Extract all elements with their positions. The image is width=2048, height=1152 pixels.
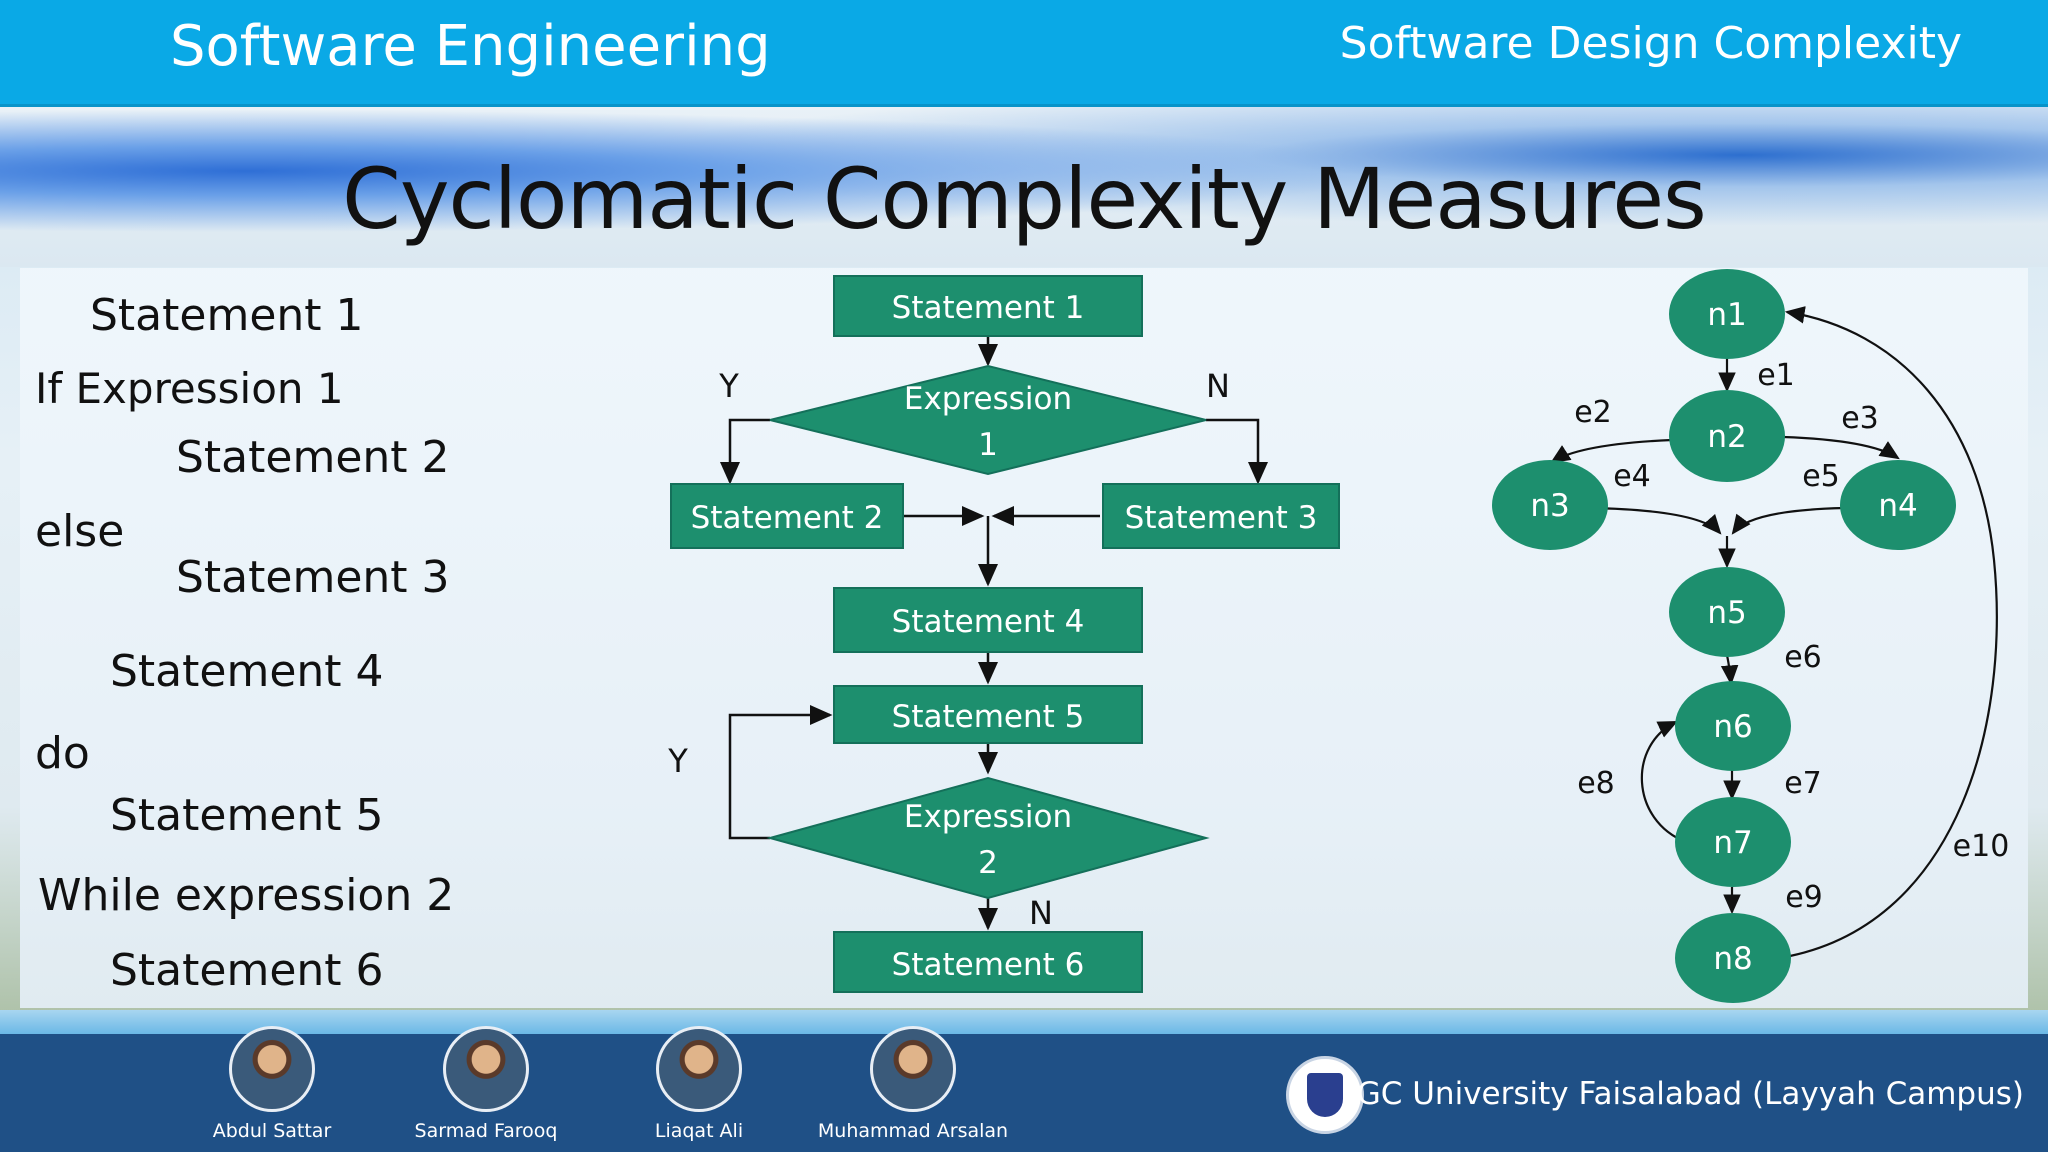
flow-expression-2-diamond: [766, 776, 1210, 900]
course-title: Software Engineering: [170, 14, 771, 79]
university-name: GC University Faisalabad (Layyah Campus): [1356, 1076, 2024, 1112]
flow-statement-4-label: Statement 4: [892, 604, 1085, 640]
flow-loop-yes-label: Y: [667, 742, 688, 780]
banner-background: [0, 107, 2048, 267]
flow-expression-2-label-line1: Expression: [904, 799, 1072, 835]
flow-statement-2-label: Statement 2: [691, 500, 884, 536]
graph-node-n8-label: n8: [1713, 941, 1752, 977]
graph-node-n1-label: n1: [1707, 297, 1746, 333]
graph-edge-e8-label: e8: [1577, 766, 1615, 801]
graph-edge-e6-label: e6: [1784, 640, 1822, 675]
presenter-name: Muhammad Arsalan: [817, 1120, 1009, 1142]
graph-node-n6-label: n6: [1713, 709, 1752, 745]
flow-expression-2-label-line2: 2: [978, 845, 998, 881]
flow-statement-6-box: [833, 931, 1143, 993]
avatar: [870, 1026, 956, 1112]
presenter-liaqat-ali: Liaqat Ali: [599, 1026, 799, 1142]
graph-node-n4-label: n4: [1878, 488, 1917, 524]
code-line-4: else: [35, 506, 125, 557]
presenter-name: Liaqat Ali: [654, 1120, 744, 1142]
presenter-name: Abdul Sattar: [212, 1120, 332, 1142]
code-line-7: do: [35, 728, 90, 779]
flow-expression-1-diamond: [769, 364, 1207, 476]
slide-title: Cyclomatic Complexity Measures: [342, 150, 1707, 248]
graph-node-n1: [1669, 269, 1785, 359]
graph-node-n5-label: n5: [1707, 595, 1746, 631]
graph-node-n3-label: n3: [1530, 488, 1569, 524]
flow-statement-4-box: [833, 587, 1143, 653]
graph-edge-e4-label: e4: [1613, 459, 1651, 494]
flow-statement-3-box: [1102, 483, 1340, 549]
code-line-1: Statement 1: [90, 290, 364, 341]
graph-edge-e5-label: e5: [1802, 459, 1840, 494]
code-line-3: Statement 2: [176, 432, 450, 483]
code-line-6: Statement 4: [110, 646, 384, 697]
graph-edge-e9-label: e9: [1785, 880, 1823, 915]
graph-edge-e1-label: e1: [1757, 358, 1795, 393]
flow-branch-yes-label: Y: [718, 367, 739, 405]
flow-expression-1-label-line2: 1: [978, 427, 998, 463]
code-line-8: Statement 5: [110, 790, 384, 841]
graph-edge-e7-label: e7: [1784, 766, 1822, 801]
graph-node-n7-label: n7: [1713, 825, 1752, 861]
graph-edge-e2-label: e2: [1574, 395, 1612, 430]
graph-node-n2-label: n2: [1707, 419, 1746, 455]
flow-statement-6-label: Statement 6: [892, 947, 1085, 983]
graph-node-n7: [1675, 797, 1791, 887]
graph-edge-e3-label: e3: [1841, 401, 1879, 436]
footer-bar: [0, 1034, 2048, 1152]
flow-statement-1-label: Statement 1: [892, 290, 1085, 326]
flow-branch-no-label: N: [1206, 367, 1230, 405]
avatar: [443, 1026, 529, 1112]
graph-node-n2: [1669, 390, 1785, 482]
flow-statement-5-box: [833, 685, 1143, 744]
flow-statement-3-label: Statement 3: [1125, 500, 1318, 536]
code-line-2: If Expression 1: [35, 364, 344, 413]
code-line-10: Statement 6: [110, 945, 384, 996]
flow-statement-2-box: [670, 483, 904, 549]
graph-node-n4: [1840, 460, 1956, 550]
code-line-5: Statement 3: [176, 552, 450, 603]
footer-strip: [0, 1010, 2048, 1034]
code-line-9: While expression 2: [38, 870, 455, 921]
flow-loop-no-label: N: [1029, 894, 1053, 932]
presenter-abdul-sattar: Abdul Sattar: [172, 1026, 372, 1142]
header-bar: Software Engineering Software Design Com…: [0, 0, 2048, 107]
flow-statement-1-box: [833, 275, 1143, 337]
graph-node-n6: [1675, 681, 1791, 771]
graph-node-n3: [1492, 460, 1608, 550]
presenter-muhammad-arsalan: Muhammad Arsalan: [813, 1026, 1013, 1142]
avatar: [656, 1026, 742, 1112]
university-logo-icon: [1286, 1056, 1364, 1134]
graph-node-n5: [1669, 567, 1785, 657]
avatar: [229, 1026, 315, 1112]
topic-title: Software Design Complexity: [1339, 18, 1962, 69]
flow-statement-5-label: Statement 5: [892, 699, 1085, 735]
presenter-sarmad-farooq: Sarmad Farooq: [386, 1026, 586, 1142]
presenter-name: Sarmad Farooq: [414, 1120, 558, 1142]
graph-node-n8: [1675, 913, 1791, 1003]
graph-edge-e10-label: e10: [1953, 829, 2010, 864]
flow-expression-1-label-line1: Expression: [904, 381, 1072, 417]
